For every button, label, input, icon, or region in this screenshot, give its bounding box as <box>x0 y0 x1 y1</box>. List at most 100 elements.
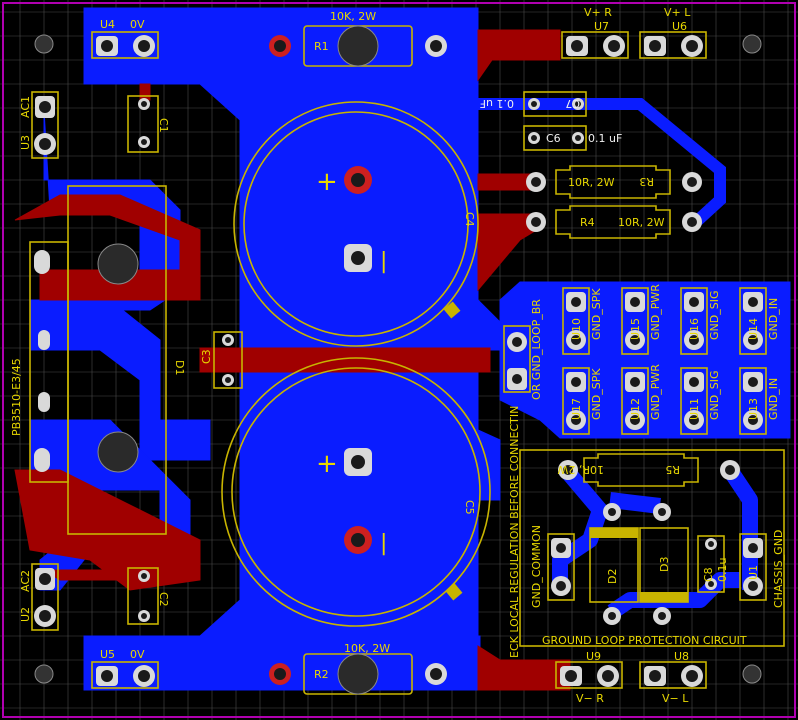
c7-value: 0.1 uF <box>480 97 514 110</box>
mount-holes <box>34 34 762 684</box>
glp-bottom-trace <box>607 572 740 619</box>
c7-label: C7 <box>565 97 580 110</box>
u9-connector <box>555 661 623 689</box>
c2-label: C2 <box>157 592 170 607</box>
u3-label: U3 <box>19 135 32 150</box>
r2-label: R2 <box>314 668 329 681</box>
gnd-common-label: GND_COMMON <box>530 525 543 608</box>
u17-label: U17 <box>570 398 583 420</box>
c6-capacitor <box>523 125 587 151</box>
cap-link-trace <box>477 173 531 191</box>
u8-connector <box>639 661 707 689</box>
silkscreen-text: U4 0V U5 0V U3 AC1 U2 AC2 U7 V+ R U6 V+ … <box>10 6 785 705</box>
r4-label: R4 <box>580 216 595 229</box>
c1-capacitor <box>127 95 159 153</box>
c1-stub <box>139 83 151 101</box>
u4-connector <box>91 31 159 59</box>
c7-capacitor <box>523 91 587 117</box>
r3-value: 10R, 2W <box>568 176 615 189</box>
u4-label: U4 <box>100 18 115 31</box>
c2-capacitor <box>127 567 159 625</box>
u13-net: GND_IN <box>767 378 780 420</box>
r2-resistor <box>269 653 447 695</box>
u16-label: U16 <box>688 318 701 340</box>
u1-label: U1 <box>747 565 760 580</box>
c5-plus-mark: + <box>316 449 338 479</box>
r2-value: 10K, 2W <box>344 642 390 655</box>
u13-label: U13 <box>747 398 760 420</box>
r1-value: 10K, 2W <box>330 10 376 23</box>
c3-label: C3 <box>200 349 213 364</box>
u5-connector <box>91 661 159 689</box>
glp-top-trace <box>609 492 661 514</box>
u4-net-label: 0V <box>130 18 145 31</box>
c4-pads <box>344 166 372 272</box>
ground-headers <box>562 287 767 435</box>
r4-resistor <box>526 205 702 239</box>
u7-label: U7 <box>594 20 609 33</box>
u5-net-label: 0V <box>130 648 145 661</box>
c4-right-trace <box>477 213 541 292</box>
c5-label: C5 <box>463 500 476 515</box>
u8-label: U8 <box>674 650 689 663</box>
u2-net-label: AC2 <box>19 570 32 592</box>
u6-label: U6 <box>672 20 687 33</box>
u14-label: U14 <box>747 318 760 340</box>
gnd-bus-pour <box>499 281 791 439</box>
r4-value: 10R, 2W <box>618 216 665 229</box>
c5-pads <box>344 448 372 554</box>
u12-net: GND_PWR <box>649 364 662 420</box>
u2-connector <box>31 563 59 631</box>
c4-minus-mark: | <box>380 249 387 274</box>
c4-plus-mark: + <box>316 167 338 197</box>
d2-label: D2 <box>606 569 619 584</box>
c1-label: C1 <box>157 118 170 133</box>
lower-pour <box>83 371 501 691</box>
c6-value: 0.1 uF <box>588 132 622 145</box>
c8-label: C8 <box>702 567 715 582</box>
c5-minus-mark: | <box>380 531 387 556</box>
ac-loop-trace <box>29 299 211 461</box>
chassis-gnd-label: CHASSIS_GND <box>772 530 785 608</box>
u11-label: U11 <box>688 398 701 420</box>
bridge-pos-trace <box>14 194 201 301</box>
c3-capacitor <box>213 331 243 389</box>
u11-net: GND_SIG <box>708 371 721 420</box>
u6-connector <box>639 31 707 59</box>
gnd-loop-br-jumper <box>503 325 531 393</box>
c4-label: C4 <box>463 212 476 227</box>
u17-net: GND_SPK <box>590 368 603 420</box>
u12-label: U12 <box>629 398 642 420</box>
u7-connector <box>561 31 629 59</box>
u3-net-label: AC1 <box>19 96 32 118</box>
u3-connector <box>31 91 59 159</box>
r1-resistor <box>269 25 447 67</box>
c6-label: C6 <box>546 132 561 145</box>
gnd-loop-br-label: OR GND_LOOP_BR <box>530 299 543 400</box>
r5-label: R5 <box>665 463 680 476</box>
glp-right-trace <box>723 465 758 590</box>
u7-net-label: V+ R <box>584 6 612 19</box>
d1-label: D1 <box>173 360 186 375</box>
d3-label: D3 <box>658 557 671 572</box>
r3-label: R3 <box>639 175 654 188</box>
r1-label: R1 <box>314 40 329 53</box>
u5-label: U5 <box>100 648 115 661</box>
polarity-marks: + | + | <box>316 167 387 556</box>
c8-value: 0.1u <box>716 558 729 582</box>
u8-net-label: V− L <box>662 692 689 705</box>
c5-capacitor <box>221 357 491 627</box>
bottom-copper <box>14 29 571 691</box>
c4-capacitor <box>233 101 479 347</box>
check-note: ECK LOCAL REGULATION BEFORE CONNECTIN <box>508 406 521 658</box>
u15-net: GND_PWR <box>649 284 662 340</box>
bridge-label: PB3510-E3/45 <box>10 358 23 436</box>
r5-value: 10R, 2W <box>557 463 604 476</box>
ground-loop-protection <box>519 449 785 647</box>
u9-net-label: V− R <box>576 692 604 705</box>
u16-net: GND_SIG <box>708 291 721 340</box>
u14-net: GND_IN <box>767 298 780 340</box>
u6-net-label: V+ L <box>664 6 691 19</box>
